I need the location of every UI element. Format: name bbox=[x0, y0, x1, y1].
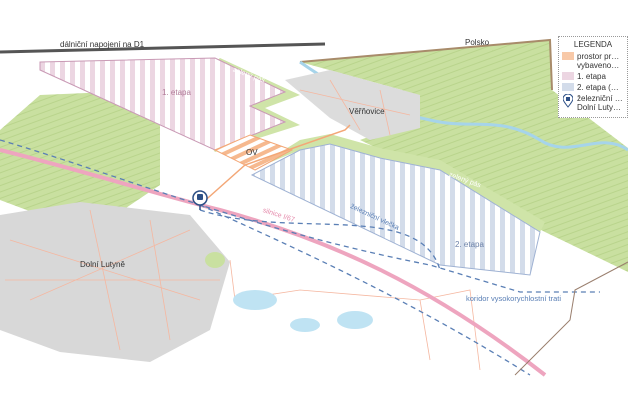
stage1-label: 1. etapa bbox=[162, 88, 191, 97]
stage2-area bbox=[250, 143, 541, 276]
train-station-icon[interactable] bbox=[192, 190, 208, 210]
border-line bbox=[299, 38, 553, 91]
highway-d1 bbox=[0, 42, 326, 54]
train-station-pin-icon bbox=[562, 94, 574, 108]
ov-label: OV bbox=[246, 148, 258, 157]
lake bbox=[290, 318, 320, 332]
legend-item: prostor pr…vybaveno… bbox=[562, 52, 627, 70]
ov-area bbox=[213, 134, 294, 171]
pond bbox=[205, 252, 225, 268]
dolni-lutyne-built-area bbox=[0, 202, 230, 362]
legend-item: 2. etapa (… bbox=[562, 83, 627, 92]
road-i67 bbox=[0, 148, 547, 377]
verinovice-built-area bbox=[285, 70, 420, 140]
legend-item: železniční …Dolní Luty… bbox=[562, 94, 627, 112]
green-belt-2 bbox=[252, 134, 545, 232]
rail-lines bbox=[0, 139, 600, 376]
orange-access-road bbox=[199, 124, 351, 206]
village-label-verinovice: Věřňovice bbox=[349, 107, 385, 116]
country-label: Polsko bbox=[465, 38, 490, 47]
stage2-label: 2. etapa bbox=[455, 240, 484, 249]
lake bbox=[337, 311, 373, 329]
lake bbox=[233, 290, 277, 310]
legend: LEGENDA prostor pr…vybaveno… 1. etapa 2.… bbox=[558, 36, 628, 118]
highway-label: dálniční napojení na D1 bbox=[60, 40, 145, 49]
boundary-line bbox=[514, 261, 628, 376]
hsr-corridor-label: koridor vysokorychlostní trati bbox=[466, 294, 562, 303]
legend-label: 1. etapa bbox=[577, 72, 606, 81]
legend-label: 2. etapa (… bbox=[577, 83, 619, 92]
legend-label: vybaveno… bbox=[577, 61, 620, 70]
green-belt bbox=[210, 58, 300, 152]
local-roads bbox=[5, 79, 481, 371]
stage1-area bbox=[39, 57, 287, 151]
legend-item: 1. etapa bbox=[562, 72, 627, 81]
forest-right bbox=[300, 40, 628, 272]
legend-label: prostor pr… bbox=[577, 52, 620, 61]
village-label-dolni-lutyne: Dolní Lutyně bbox=[80, 260, 125, 269]
legend-label: Dolní Luty… bbox=[577, 103, 622, 112]
legend-label: železniční … bbox=[577, 94, 623, 103]
legend-title: LEGENDA bbox=[573, 40, 613, 49]
